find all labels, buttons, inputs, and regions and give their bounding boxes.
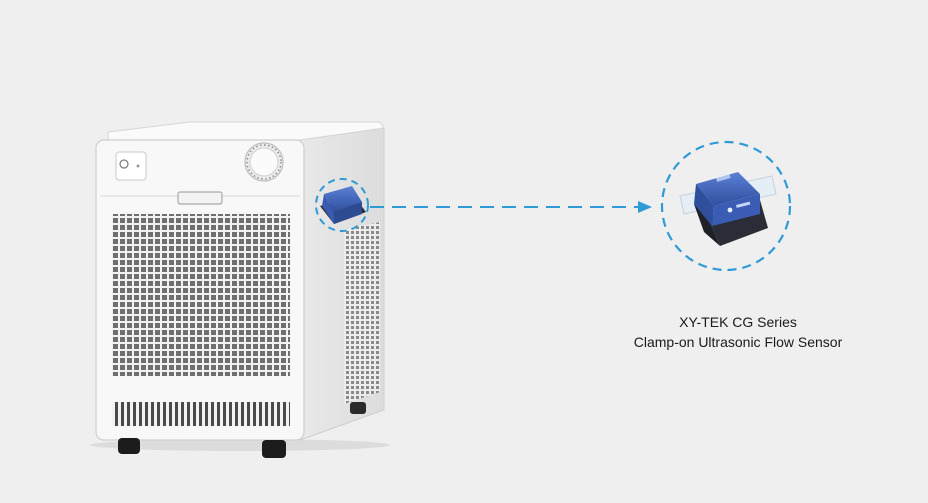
- indicator-led: [136, 164, 140, 168]
- wheel-front-left: [118, 438, 140, 454]
- arrow-head-icon: [638, 201, 652, 213]
- water-chiller: [90, 121, 390, 458]
- chiller-top: [107, 121, 385, 141]
- power-panel: [115, 151, 147, 181]
- power-button-icon[interactable]: [119, 159, 129, 169]
- wheel-front-right: [262, 440, 286, 458]
- side-vent-grille: [344, 222, 380, 404]
- temperature-knob[interactable]: [244, 142, 284, 182]
- chiller-shadow: [90, 439, 390, 451]
- sensor-housing: [696, 172, 760, 206]
- flow-sensor-mounted: [320, 186, 366, 224]
- sensor-logo: [727, 207, 733, 213]
- bottom-vent-slots: [112, 402, 290, 426]
- product-caption: XY-TEK CG Series Clamp-on Ultrasonic Flo…: [600, 312, 876, 352]
- wheel-back-right: [350, 402, 366, 414]
- front-handle[interactable]: [177, 191, 223, 205]
- caption-title: XY-TEK CG Series: [679, 314, 797, 330]
- caption-subtitle: Clamp-on Ultrasonic Flow Sensor: [633, 334, 843, 350]
- flow-sensor-icon: [679, 172, 777, 246]
- callout-source-circle: [315, 178, 369, 232]
- front-vent-grille: [112, 214, 290, 376]
- callout-detail-circle: [660, 140, 792, 272]
